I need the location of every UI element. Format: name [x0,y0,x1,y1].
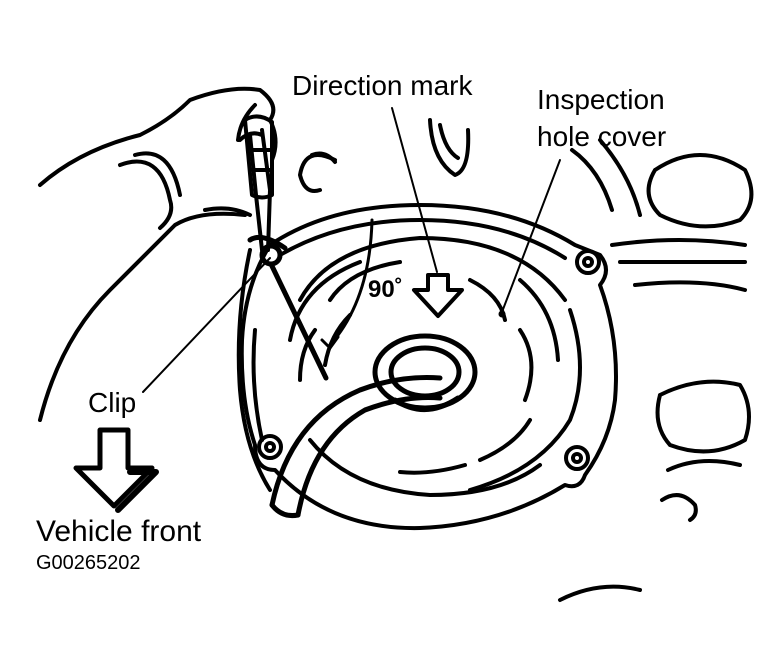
figure-code-label: G00265202 [36,552,141,574]
hand [38,86,278,422]
bolts [257,249,601,471]
inspection-label-line2: hole cover [537,121,667,152]
direction-arrow [412,273,464,318]
center-hole [372,333,478,412]
cover-rings [288,236,582,497]
inspection-label-line1: Inspection [537,84,665,115]
cover-flange [239,203,618,531]
clip-label: Clip [88,387,137,418]
clip [247,234,329,381]
screwdriver [243,114,274,252]
vehicle-front-arrow [73,427,155,509]
engine-casting [236,118,754,602]
hose [269,375,443,518]
leader-lines [142,107,561,393]
direction-mark-label: Direction mark [292,70,473,101]
angle-arc [328,218,374,347]
vehicle-front-label: Vehicle front [36,515,202,548]
angle-label: 90˚ [368,276,403,303]
